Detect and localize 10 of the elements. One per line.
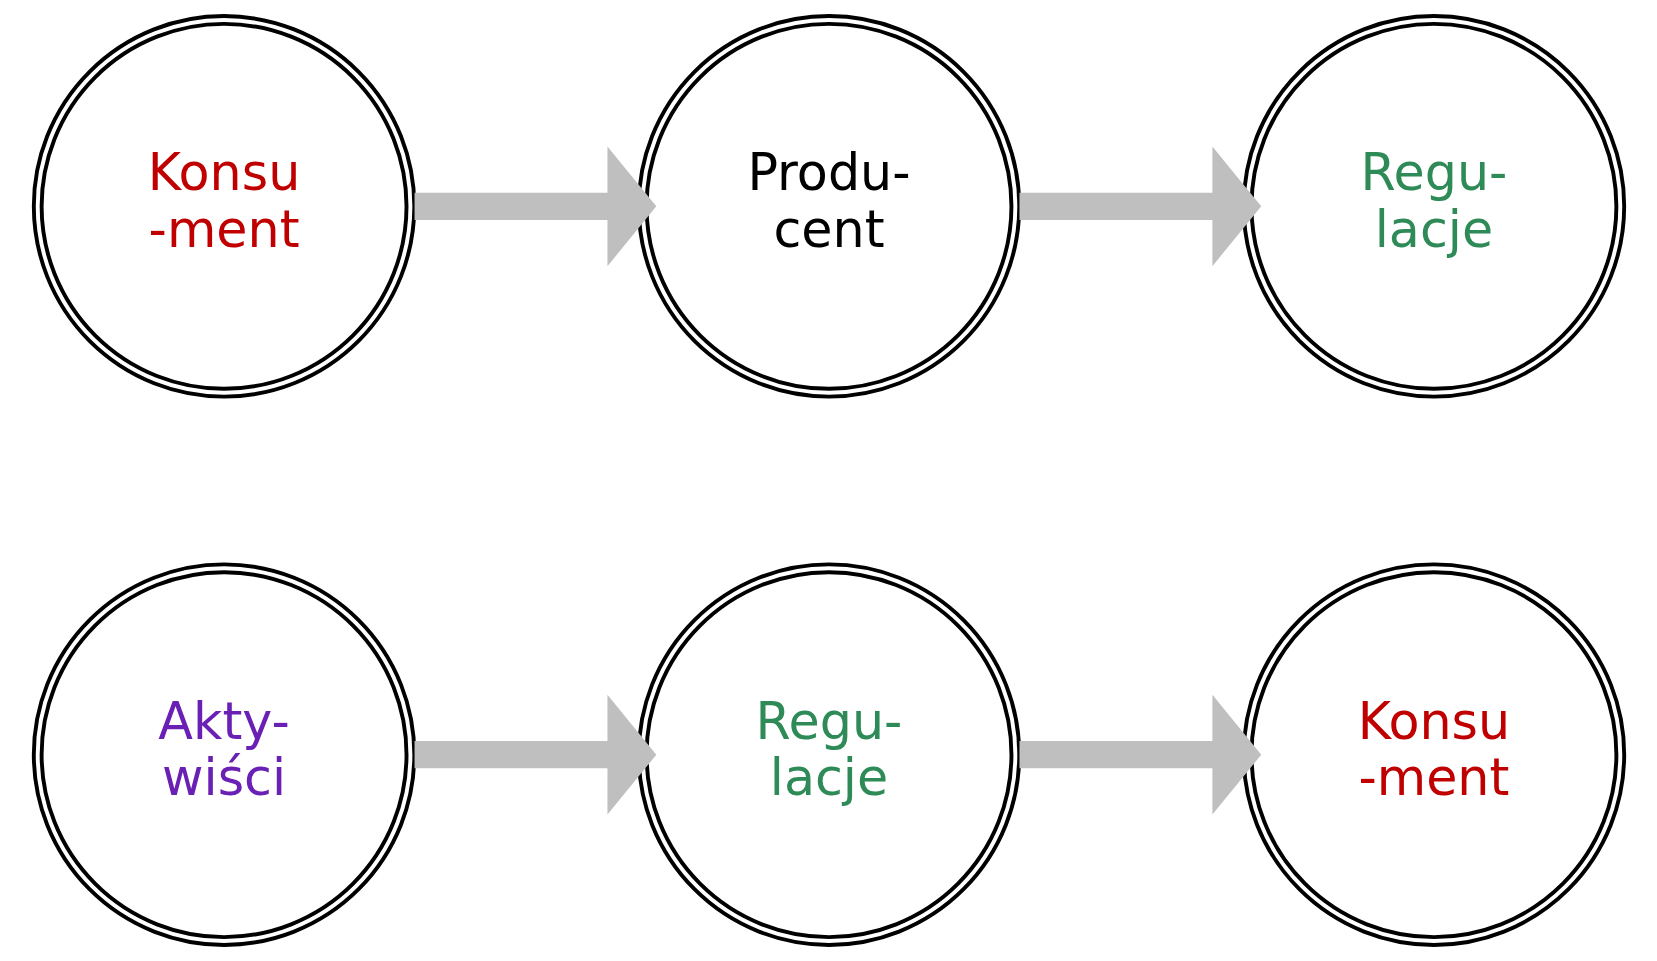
arrow	[1019, 146, 1261, 267]
arrow	[414, 146, 656, 267]
node-circle: Produ- cent	[636, 14, 1021, 399]
node-circle: Konsu -ment	[1241, 562, 1626, 947]
arrow	[1019, 694, 1261, 815]
node-circle: Regu- lacje	[636, 562, 1021, 947]
node-circle: Konsu -ment	[31, 14, 416, 399]
node-circle: Akty- wiści	[31, 562, 416, 947]
arrow	[414, 694, 656, 815]
node-circle: Regu- lacje	[1241, 14, 1626, 399]
